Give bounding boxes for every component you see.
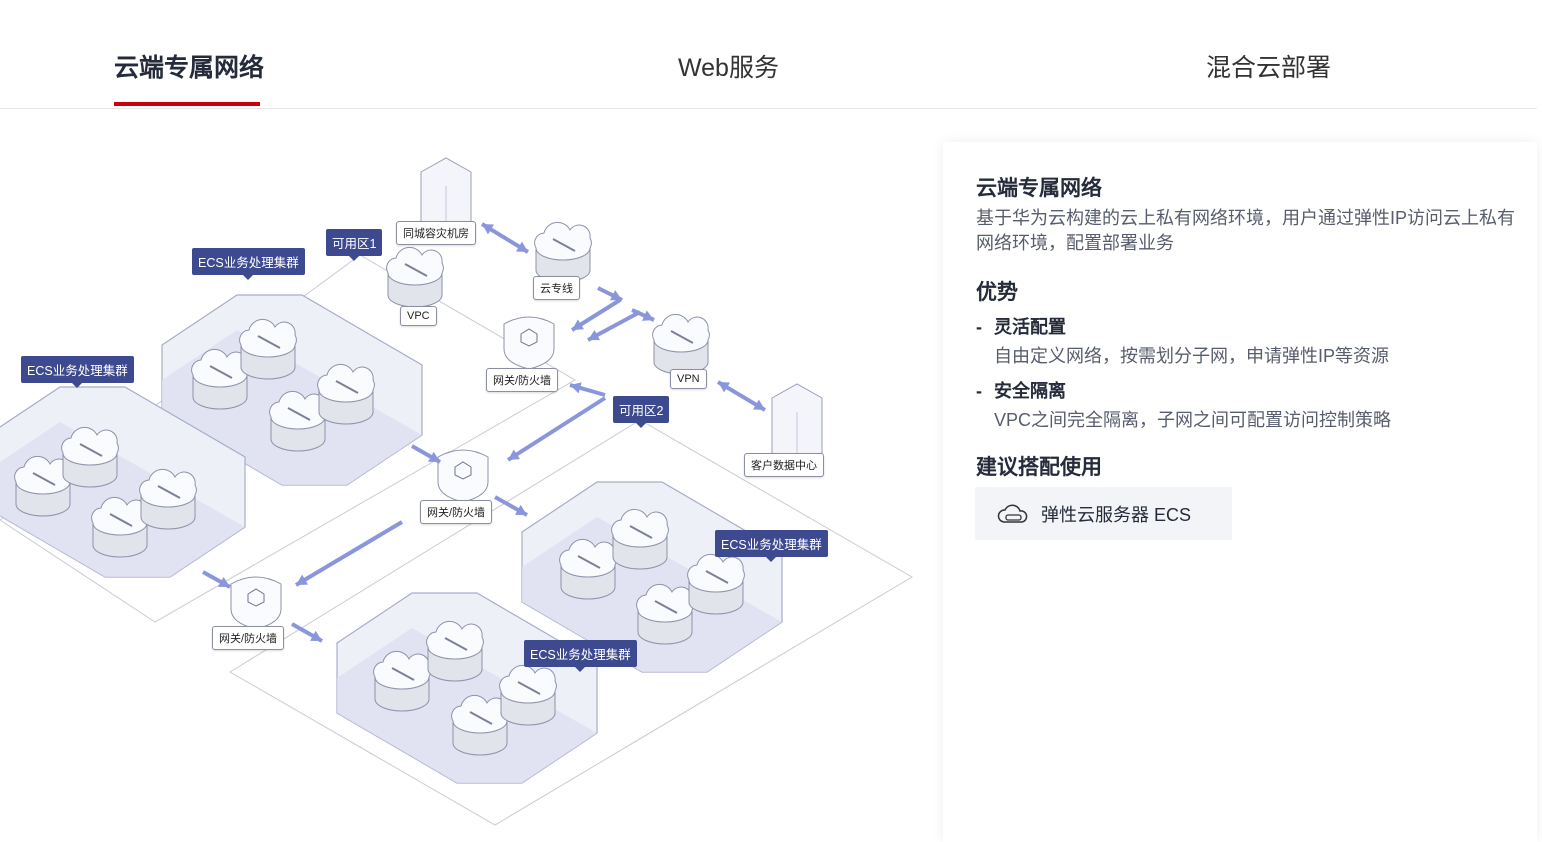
ecs-cloud-icon (997, 504, 1028, 523)
info-panel: 云端专属网络 基于华为云构建的云上私有网络环境，用户通过弹性IP访问云上私有网络… (943, 142, 1537, 842)
dr-room-label: 同城容灾机房 (396, 221, 476, 245)
firewall-icon-top (503, 316, 555, 370)
ecs-cloud-icon-top (687, 553, 745, 593)
firewall-icon-middle (437, 449, 489, 503)
arrow-dr-direct-head (516, 241, 528, 252)
recommend-ecs-link[interactable]: 弹性云服务器 ECS (975, 487, 1232, 540)
advantage-title-text: 灵活配置 (994, 317, 1066, 337)
ecs-cloud-icon-top (239, 318, 297, 358)
ecs-cloud-icon-top (373, 650, 431, 690)
panel-description: 基于华为云构建的云上私有网络环境，用户通过弹性IP访问云上私有网络环境，配置部署… (976, 208, 1516, 253)
advantage-title: -安全隔离 (976, 381, 1066, 401)
arrow-dr-direct-head (482, 224, 494, 235)
arrow-direct-firewall-head (572, 319, 584, 330)
tab-web-service[interactable]: Web服务 (678, 54, 779, 82)
recommend-ecs-label: 弹性云服务器 ECS (1041, 504, 1192, 525)
vpn-label: VPN (670, 369, 707, 389)
ecs-cloud-icon-glyph (287, 407, 311, 421)
tab-private-network[interactable]: 云端专属网络 (114, 54, 265, 82)
ecs-cloud-icon-glyph (391, 667, 415, 681)
firewall-icon-top-glyph (520, 328, 538, 347)
panel-title: 云端专属网络 (976, 177, 1102, 200)
zone2-tag: 可用区2 (613, 396, 670, 428)
advantage-desc: 自由定义网络，按需划分子网，申请弹性IP等资源 (994, 346, 1390, 366)
firewall-icon-middle-glyph (454, 461, 472, 480)
arrow-gateway-bottom (294, 520, 404, 587)
direct-connect-icon-glyph (552, 238, 576, 252)
advantages-heading: 优势 (976, 281, 1018, 304)
ecs-cloud-icon-glyph (209, 365, 233, 379)
ecs-cloud-icon-glyph (654, 600, 678, 614)
network-diagram: 同城容灾机房 可用区1 ECS业务处理集群 VPC 云专线 网关/防火墙 VPN… (0, 130, 930, 835)
ecs-cloud-icon-top (139, 468, 197, 508)
arrow-cluster-left-gateway-head (218, 576, 230, 587)
ecs-cloud-icon-glyph (577, 555, 601, 569)
arrow-vpn-customer-head (718, 382, 730, 393)
ecs-cloud-icon-glyph (629, 525, 653, 539)
ecs-cloud-icon-glyph (32, 472, 56, 486)
arrow-zone2-gateway-head (508, 449, 520, 460)
arrow-vpn-customer-head (753, 399, 765, 410)
ecs-cloud-icon-top (499, 664, 557, 704)
arrow-gateway-bottom-head (296, 574, 308, 585)
cluster-label-right: ECS业务处理集群 (715, 530, 828, 562)
arrow-up-head (610, 290, 622, 301)
cluster-label-left: ECS业务处理集群 (21, 356, 134, 388)
ecs-cloud-icon-glyph (109, 513, 133, 527)
zone2-plane (229, 419, 913, 826)
diagram-canvas (0, 157, 913, 826)
ecs-cloud-icon-top (426, 620, 484, 660)
tab-hybrid-cloud[interactable]: 混合云部署 (1206, 54, 1332, 82)
arrow-zone2-gateway (506, 396, 607, 462)
firewall-icon-bottom-glyph (247, 588, 265, 607)
advantage-title: -灵活配置 (976, 317, 1066, 337)
ecs-cloud-icon-top (61, 426, 119, 466)
advantage-desc: VPC之间完全隔离，子网之间可配置访问控制策略 (994, 410, 1392, 430)
cluster-label-top: ECS业务处理集群 (192, 248, 305, 280)
ecs-cloud-icon-glyph (705, 570, 729, 584)
vpc-icon-top (386, 246, 444, 286)
firewall-icon-bottom (230, 576, 282, 630)
arrow-gateway-cluster-right-head (515, 504, 527, 515)
gateway-label-middle: 网关/防火墙 (420, 500, 493, 524)
arrow-zone2-firewall-head (570, 382, 582, 394)
ecs-cloud-icon-glyph (157, 485, 181, 499)
gateway-label-bottom: 网关/防火墙 (212, 626, 285, 650)
arrow-cluster-top-gateway-head (428, 451, 440, 462)
arrow-right-head (642, 310, 654, 321)
ecs-cloud-icon-top (317, 363, 375, 403)
zone1-tag: 可用区1 (326, 229, 383, 261)
gateway-label-top: 网关/防火墙 (486, 368, 559, 392)
ecs-cloud-icon-top (611, 508, 669, 548)
ecs-cloud-icon-glyph (79, 443, 103, 457)
ecs-cloud-icon-glyph (444, 637, 468, 651)
ecs-cloud-icon-glyph (517, 681, 541, 695)
ecs-cloud-icon-glyph (469, 711, 493, 725)
cluster-label-bottom: ECS业务处理集群 (524, 640, 637, 672)
arrow-vpn-firewall-head (588, 329, 600, 341)
arrow-gateway-cluster-bottom-head (310, 630, 322, 641)
customer-dc-label: 客户数据中心 (744, 453, 824, 477)
vpc-icon-glyph (404, 263, 428, 277)
ecs-cloud-icon-glyph (335, 380, 359, 394)
advantage-title-text: 安全隔离 (994, 381, 1066, 401)
active-tab-indicator (114, 102, 260, 106)
vpn-icon-glyph (670, 330, 694, 344)
direct-connect-icon-top (534, 221, 592, 261)
ecs-cloud-icon-glyph (257, 335, 281, 349)
recommend-heading: 建议搭配使用 (976, 456, 1102, 479)
vpc-label: VPC (400, 306, 437, 326)
vpn-icon-top (652, 313, 710, 353)
direct-connect-label: 云专线 (533, 276, 580, 300)
tab-bar: 云端专属网络 Web服务 混合云部署 (0, 0, 1537, 109)
